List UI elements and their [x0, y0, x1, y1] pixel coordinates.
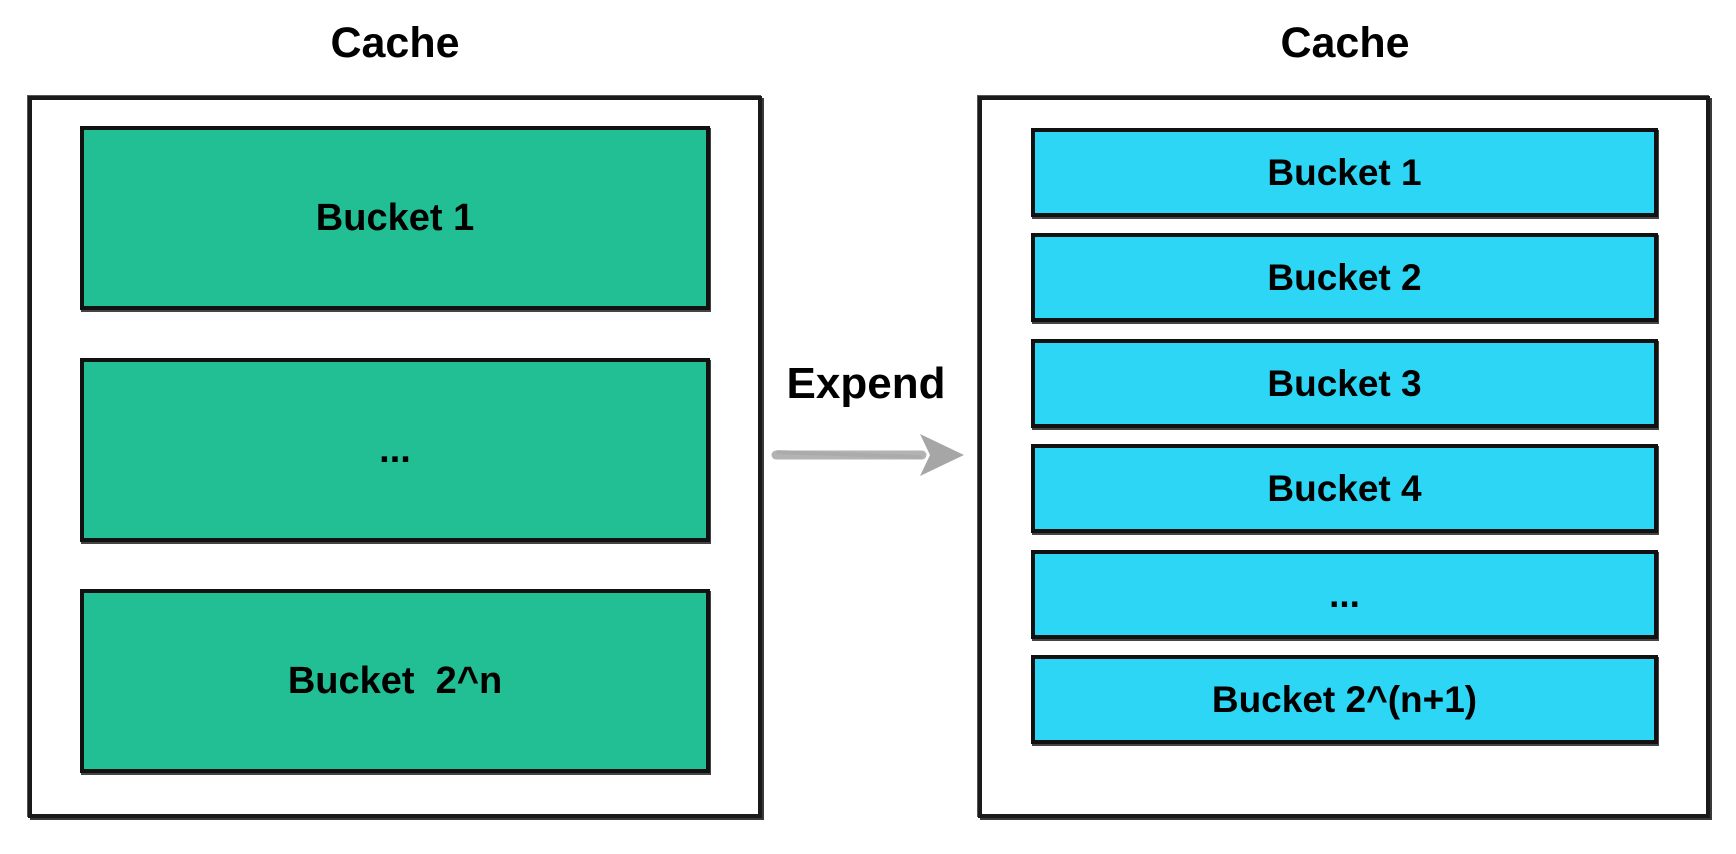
right-bucket-ellipsis: ...	[1031, 550, 1658, 639]
arrow-stroke	[771, 434, 964, 476]
left-bucket-ellipsis: ...	[80, 358, 710, 542]
right-bucket-1: Bucket 1	[1031, 128, 1658, 217]
right-bucket-2-pow-n-plus-1: Bucket 2^(n+1)	[1031, 655, 1658, 744]
left-cache-title: Cache	[330, 19, 460, 67]
right-bucket-4: Bucket 4	[1031, 444, 1658, 533]
right-bucket-2: Bucket 2	[1031, 233, 1658, 322]
right-bucket-3: Bucket 3	[1031, 339, 1658, 428]
left-bucket-2-pow-n: Bucket 2^n	[80, 589, 710, 773]
right-arrow-icon	[771, 434, 964, 476]
right-cache-title: Cache	[1280, 19, 1410, 67]
left-bucket-1: Bucket 1	[80, 126, 710, 310]
expend-label: Expend	[786, 359, 946, 408]
